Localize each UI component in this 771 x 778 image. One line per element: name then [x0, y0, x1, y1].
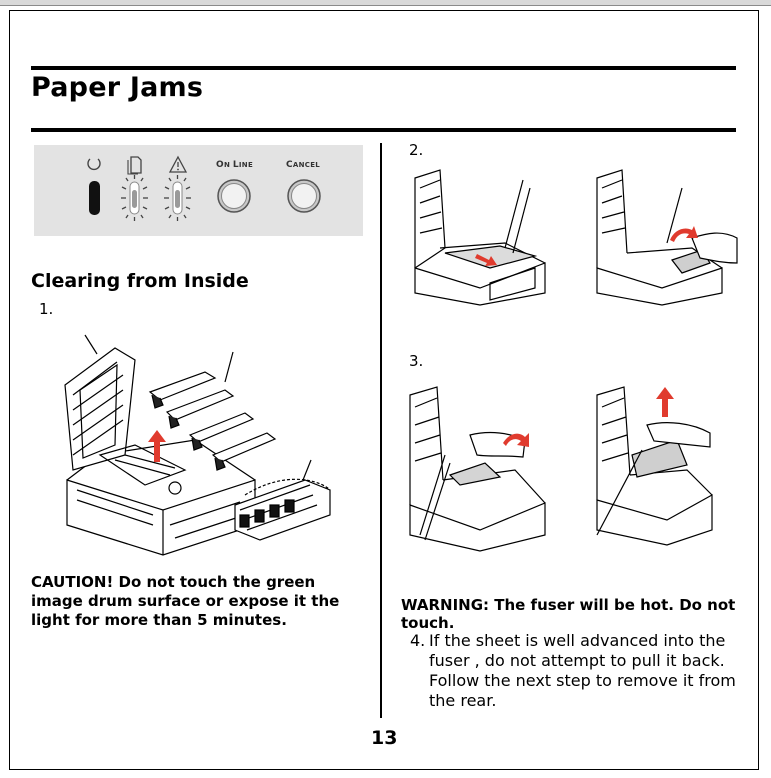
page-title: Paper Jams [31, 72, 204, 103]
error-led [164, 175, 191, 221]
window-top-strip [0, 0, 771, 6]
step-3-number: 3. [409, 352, 424, 370]
step-2-illustration-a [414, 169, 546, 306]
printer-open-drums-illustration [64, 334, 331, 556]
cancel-button-graphic [287, 179, 321, 213]
page-frame [9, 10, 759, 770]
operator-panel: ON LINE CANCEL [34, 145, 363, 236]
step-4-paragraph: 4. If the sheet is well advanced into th… [410, 631, 740, 711]
warning-icon [168, 155, 188, 173]
step-3-illustration-a [409, 386, 546, 552]
step-2-illustration-b [596, 169, 738, 306]
online-button-graphic [217, 179, 251, 213]
page-number: 13 [371, 727, 398, 749]
warning-notice: WARNING: The fuser will be hot. Do not t… [401, 596, 736, 632]
step-2-number: 2. [409, 141, 424, 159]
step-4-text: If the sheet is well advanced into the f… [429, 631, 736, 710]
paper-icon [127, 156, 142, 175]
attention-led [121, 175, 148, 221]
ready-led [89, 181, 100, 215]
step-3-illustration-b [596, 386, 713, 546]
column-divider [380, 143, 382, 718]
title-rule-top [31, 66, 736, 70]
section-heading: Clearing from Inside [31, 270, 249, 292]
step-1-number: 1. [39, 300, 54, 318]
step-4-number: 4. [410, 631, 426, 650]
title-rule-bottom [31, 128, 736, 132]
power-icon [87, 158, 101, 171]
cancel-label: CANCEL [286, 160, 321, 170]
caution-notice: CAUTION! Do not touch the green image dr… [31, 573, 340, 629]
online-label: ON LINE [216, 160, 254, 170]
